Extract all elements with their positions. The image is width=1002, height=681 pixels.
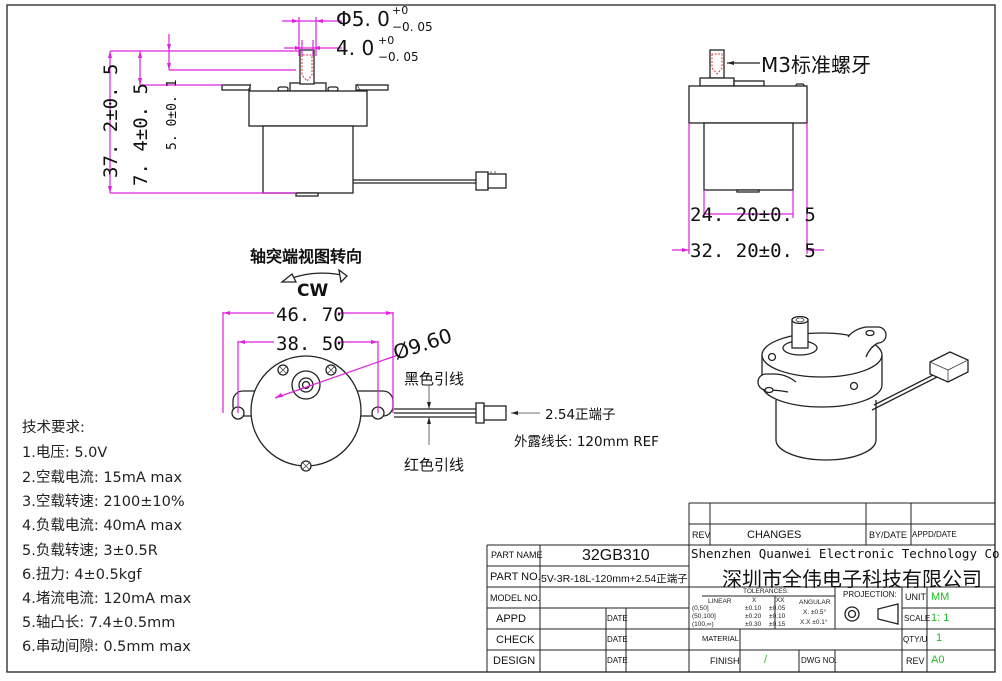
dim-flat-lower: −0. 05 xyxy=(378,50,419,64)
requirement-item: 4.堵流电流: 120mA max xyxy=(22,591,192,607)
appd-date-label: DATE xyxy=(607,614,628,623)
requirement-item: 6.扭力: 4±0.5kgf xyxy=(22,567,142,583)
qty-value: 1 xyxy=(936,632,943,644)
check-label: CHECK xyxy=(496,634,535,646)
requirement-item: 5.负载转速; 3±0.5R xyxy=(22,543,158,559)
part-name-label: PART NAME xyxy=(491,550,543,560)
design-label: DESIGN xyxy=(493,655,536,667)
design-date-label: DATE xyxy=(607,656,628,665)
part-no-label: PART NO. xyxy=(490,571,541,583)
unit-value: MM xyxy=(931,591,950,603)
dim-total-height: 37. 2±0. 5 xyxy=(100,64,122,178)
dim-shaft-length: 7. 4±0. 5 xyxy=(130,83,152,186)
dim-flange-width: 32. 20±0. 5 xyxy=(690,240,816,262)
front-view-dimensions xyxy=(672,123,824,254)
requirement-item: 2.空载电流: 15mA max xyxy=(22,470,183,486)
finish-label: FINISH xyxy=(710,656,740,666)
dim-flat-upper: +0 xyxy=(378,34,394,47)
tolerance-linear: LINEAR xyxy=(708,598,732,605)
requirement-item: 4.负载电流: 40mA max xyxy=(22,518,183,534)
tolerance-xx: ±0.15 xyxy=(769,621,786,628)
tolerance-x: ±0.20 xyxy=(745,613,762,620)
company-name-cn: 深圳市全伟电子科技有限公司 xyxy=(722,567,982,591)
dim-shaft-diameter-upper: +0 xyxy=(392,4,408,17)
top-view-dimensions xyxy=(222,311,399,413)
rotation-direction: CW xyxy=(297,281,328,301)
projection-symbol-icon xyxy=(844,603,899,625)
dim-shaft-diameter-lower: −0. 05 xyxy=(392,20,433,34)
front-view xyxy=(688,49,808,193)
side-view-dimensions xyxy=(108,17,342,194)
dim-shaft-diameter: Φ5. 0 xyxy=(336,7,390,31)
requirement-item: 3.空载转速: 2100±10% xyxy=(22,494,185,510)
changes-header: CHANGES xyxy=(747,529,802,541)
tolerance-col-xx: .XX xyxy=(774,597,785,604)
appd-date-header: APPD/DATE xyxy=(912,530,957,539)
finish-value: / xyxy=(764,654,768,666)
dwg-no-label: DWG NO. xyxy=(801,656,837,665)
tolerance-xx: ±0.10 xyxy=(769,613,786,620)
material-label: MATERIAL xyxy=(702,634,739,643)
drawing-frame xyxy=(6,4,996,673)
tolerance-range: (100,∞) xyxy=(692,621,714,628)
side-view xyxy=(221,49,507,197)
tolerance-xx: ±0.05 xyxy=(769,605,786,612)
requirement-item: 5.轴凸长: 7.4±0.5mm xyxy=(22,615,176,631)
tolerance-angular: ANGULAR xyxy=(799,599,831,606)
tolerance-angular-x: X. ±0.5° xyxy=(803,609,827,616)
tolerance-angular-xx: X.X ±0.1° xyxy=(800,619,828,626)
rev-value: A0 xyxy=(931,654,945,666)
wire-length-label: 外露线长: 120mm REF xyxy=(514,434,659,450)
requirement-item: 1.电压: 5.0V xyxy=(22,445,108,461)
tolerance-x: ±0.10 xyxy=(745,605,762,612)
unit-label: UNIT xyxy=(905,592,926,602)
top-view xyxy=(231,355,540,472)
rev-header: REV xyxy=(692,530,711,540)
projection-label: PROJECTION: xyxy=(843,590,897,599)
model-no-label: MODEL NO. xyxy=(490,593,541,603)
red-wire-label: 红色引线 xyxy=(404,456,464,474)
tolerance-range: (50,100] xyxy=(692,613,716,620)
scale-value: 1: 1 xyxy=(931,612,950,624)
qty-label: QTY/U xyxy=(903,635,928,644)
requirements-title: 技术要求: xyxy=(22,420,85,436)
title-block-grid xyxy=(486,502,995,672)
scale-label: SCALE xyxy=(904,614,931,623)
tolerance-x: ±0.30 xyxy=(745,621,762,628)
isometric-motor-view xyxy=(757,315,969,461)
requirement-item: 6.串动间隙: 0.5mm max xyxy=(22,639,191,655)
black-wire-label: 黑色引线 xyxy=(404,370,464,388)
by-date-header: BY/DATE xyxy=(869,530,907,540)
tolerances-title: TOLERANCES: xyxy=(743,588,789,595)
tolerance-col-x: X xyxy=(752,597,757,604)
dim-body-width: 24. 20±0. 5 xyxy=(690,204,816,226)
dim-flat: 4. 0 xyxy=(336,36,374,60)
part-no-value: 5V-3R-18L-120mm+2.54正端子 xyxy=(541,573,688,585)
dim-flat-length: 5. 0±0. 1 xyxy=(165,80,180,150)
tolerance-range: (0,50] xyxy=(692,605,709,612)
connector-label: 2.54正端子 xyxy=(545,407,616,423)
dim-hole-center: 38. 50 xyxy=(276,333,345,355)
dim-boss-diameter: Ø9.60 xyxy=(390,323,455,364)
rotation-view-title: 轴突端视图转向 xyxy=(250,247,362,266)
dim-hole-outer: 46. 70 xyxy=(276,304,345,326)
check-date-label: DATE xyxy=(607,635,628,644)
appd-label: APPD xyxy=(496,613,526,625)
company-name-en: Shenzhen Quanwei Electronic Technology C… xyxy=(691,546,1002,561)
part-name-value: 32GB310 xyxy=(582,547,650,564)
thread-label: M3标准螺牙 xyxy=(761,53,871,77)
rev-label: REV xyxy=(906,656,925,666)
